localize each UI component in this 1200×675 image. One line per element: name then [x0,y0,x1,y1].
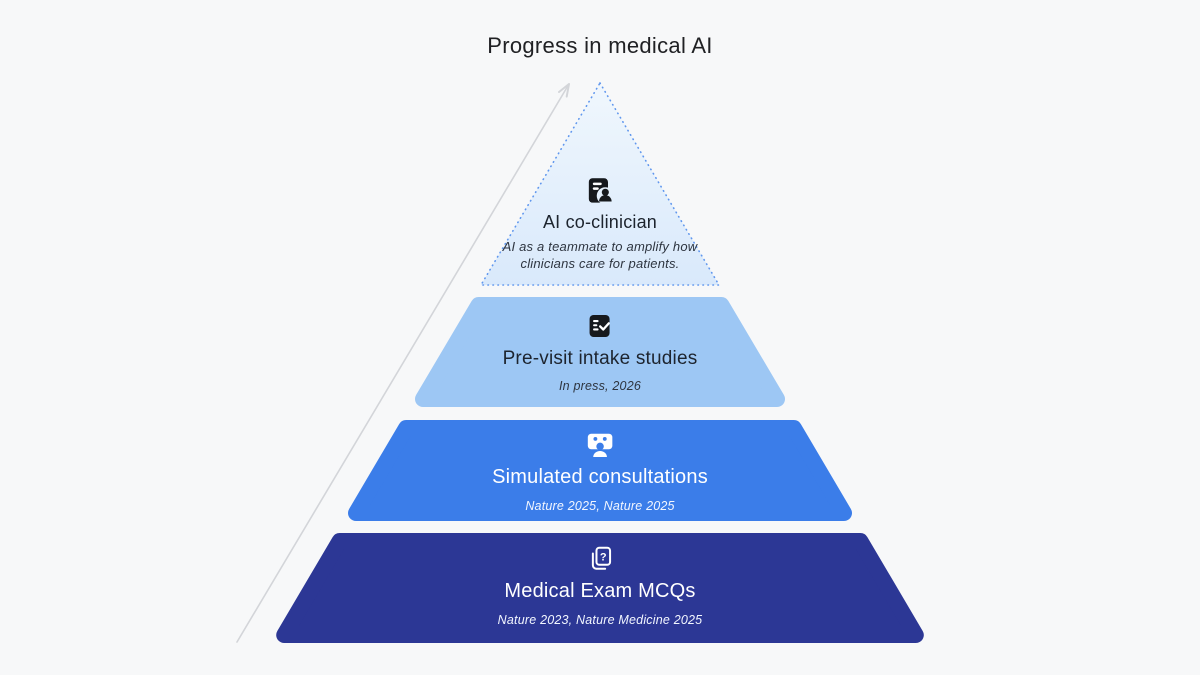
diagram-title: Progress in medical AI [487,33,713,58]
pyramid-tier-3-shape [348,420,852,521]
pyramid-tier-2-shape [415,297,785,407]
pyramid-tier-1-shape [480,82,720,286]
growth-arrow-icon [236,83,570,643]
pyramid-tier-4-shape [276,533,924,643]
